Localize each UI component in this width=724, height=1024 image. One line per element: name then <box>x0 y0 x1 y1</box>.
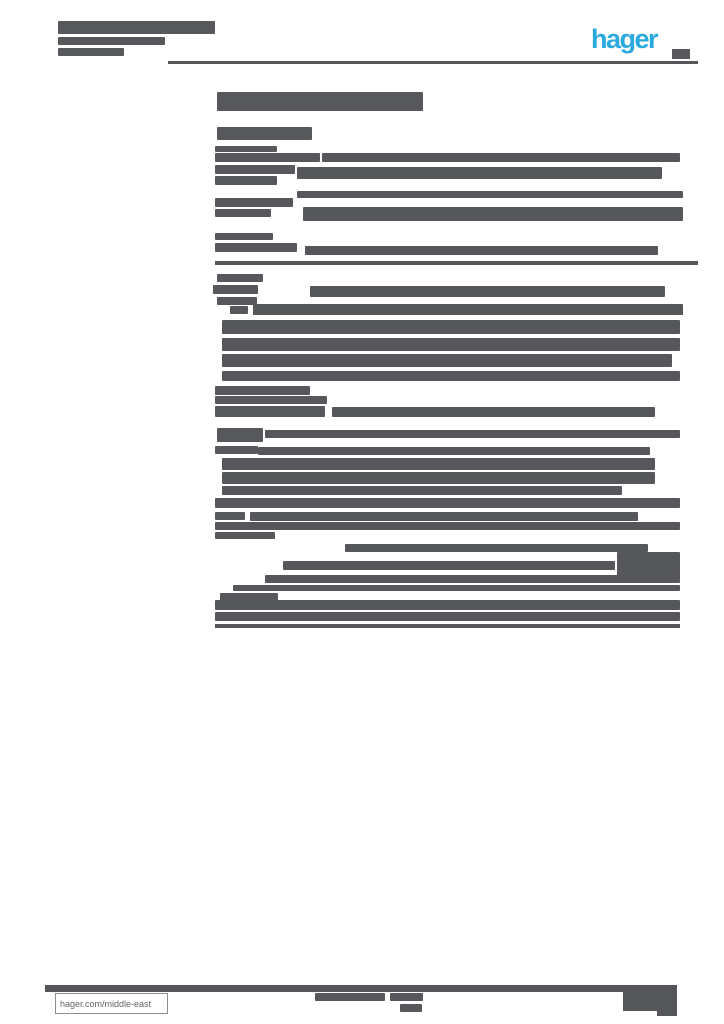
blurred-text-line <box>217 127 312 140</box>
blurred-text-bar <box>222 472 655 484</box>
blurred-text-bar <box>222 354 672 367</box>
blurred-text-line <box>215 153 320 162</box>
blurred-text-line <box>215 406 325 417</box>
blurred-text-line <box>220 593 278 604</box>
blurred-text-line <box>215 165 295 174</box>
blurred-text-line <box>217 297 257 305</box>
blurred-text-bar <box>222 458 655 470</box>
blurred-text-bar <box>253 304 683 315</box>
blurred-text-bar <box>258 447 650 455</box>
hager-logo-mark-icon <box>672 49 690 59</box>
footer-url-box: hager.com/middle-east <box>55 993 168 1014</box>
blurred-text-bar <box>297 167 662 179</box>
blurred-text-bar <box>215 612 680 621</box>
hager-logo: hager <box>591 24 659 54</box>
blurred-text-line <box>215 243 297 252</box>
blurred-text-bar <box>215 600 680 610</box>
blurred-text-line <box>58 37 165 45</box>
blurred-text-line <box>217 274 263 282</box>
blurred-text-line <box>215 146 277 152</box>
blurred-text-bar <box>322 153 680 162</box>
divider-rule <box>215 261 698 265</box>
blurred-text-line <box>215 209 271 217</box>
blurred-text-line <box>215 176 277 185</box>
blurred-text-bar <box>215 522 680 530</box>
blurred-text-line <box>215 198 293 207</box>
blurred-text-line <box>230 306 248 314</box>
blurred-text-bar <box>250 512 638 521</box>
blurred-text-line <box>400 1004 422 1012</box>
blurred-text-line <box>390 993 423 1001</box>
blurred-text-bar <box>303 207 683 221</box>
blurred-text-bar <box>345 544 648 552</box>
divider-rule <box>215 624 680 628</box>
divider-rule <box>168 61 698 64</box>
blurred-text-bar <box>310 286 665 297</box>
blurred-text-line <box>58 48 124 56</box>
blurred-text-line <box>215 233 273 240</box>
blurred-text-bar <box>265 430 680 438</box>
blurred-text-line <box>213 285 258 294</box>
blurred-text-line <box>215 396 327 404</box>
blurred-text-bar <box>332 407 655 417</box>
blurred-text-bar <box>283 561 615 570</box>
blurred-text-bar <box>265 575 680 583</box>
footer-url-text: hager.com/middle-east <box>60 998 152 1009</box>
blurred-text-bar <box>297 191 683 198</box>
blurred-text-line <box>215 532 275 539</box>
blurred-text-line <box>215 512 245 520</box>
blurred-text-line <box>215 386 310 395</box>
blurred-text-bar <box>305 246 658 255</box>
blurred-text-bar <box>222 338 680 351</box>
blurred-text-bar <box>222 320 680 334</box>
blurred-text-line <box>58 21 215 34</box>
blurred-text-bar <box>222 371 680 381</box>
blurred-text-line <box>217 92 423 111</box>
blurred-text-bar <box>222 486 622 495</box>
blurred-text-line <box>315 993 385 1001</box>
footer-bar <box>45 985 623 992</box>
footer-bar <box>657 1011 677 1016</box>
blurred-text-bar <box>215 498 680 508</box>
blurred-text-bar <box>233 585 680 591</box>
blurred-text-line <box>217 428 263 442</box>
blurred-text-line <box>215 446 258 454</box>
footer-bar <box>623 985 677 1011</box>
